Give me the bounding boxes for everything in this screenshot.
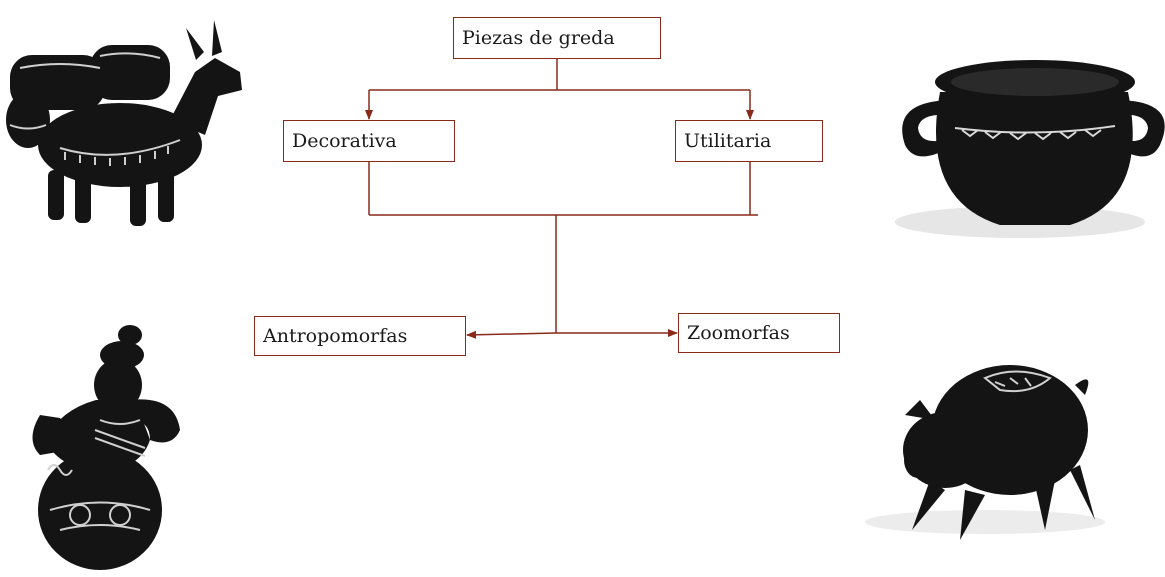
- node-piezas-de-greda: Piezas de greda: [453, 17, 661, 59]
- node-label: Zoomorfas: [687, 322, 790, 344]
- node-label: Antropomorfas: [263, 325, 408, 347]
- node-utilitaria: Utilitaria: [675, 120, 823, 162]
- arrow-to-antropomorfas: [466, 330, 557, 339]
- node-antropomorfas: Antropomorfas: [254, 316, 466, 356]
- node-zoomorfas: Zoomorfas: [678, 313, 840, 353]
- node-label: Utilitaria: [684, 130, 772, 152]
- node-label: Decorativa: [292, 130, 397, 152]
- node-decorativa: Decorativa: [283, 120, 455, 162]
- node-label: Piezas de greda: [462, 27, 615, 49]
